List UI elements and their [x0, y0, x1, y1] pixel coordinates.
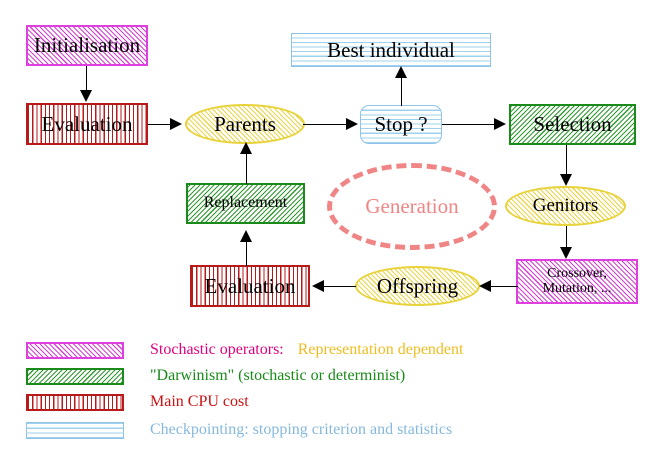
edge-stop-to-best-individual [401, 72, 402, 106]
legend-row: "Darwinism" (stochastic or determinist) [26, 364, 405, 388]
node-evaluation-bottom[interactable]: Evaluation [190, 265, 310, 307]
arrowhead-stop-to-best-individual [395, 66, 407, 78]
node-selection[interactable]: Selection [509, 104, 636, 145]
edge-offspring-to-evaluation [320, 286, 356, 287]
arrowhead-offspring-to-evaluation [312, 280, 324, 292]
arrowhead-selection-to-genitors [560, 174, 572, 186]
legend-row: Stochastic operators: Representation dep… [26, 338, 463, 362]
edge-evaluation-to-parents [148, 124, 175, 125]
legend-label-main-cpu-cost: Main CPU cost [150, 393, 249, 410]
node-initialisation[interactable]: Initialisation [26, 25, 148, 66]
legend-swatch-main-cpu-cost [26, 393, 124, 411]
node-evaluation-top-label: Evaluation [41, 111, 133, 136]
node-genitors-label: Genitors [532, 195, 599, 217]
legend-row: Main CPU cost [26, 390, 249, 414]
edge-selection-to-genitors [566, 145, 567, 178]
node-crossover-mutation[interactable]: Crossover, Mutation, ... [516, 259, 638, 304]
legend-label-representation-dependent: Representation dependent [297, 341, 464, 358]
arrowhead-genitors-to-crossover [560, 247, 572, 259]
node-best-individual[interactable]: Best individual [291, 33, 491, 67]
legend-row: Checkpointing: stopping criterion and st… [26, 418, 452, 442]
legend-swatch-darwinism [26, 367, 124, 385]
node-generation: Generation [327, 163, 497, 250]
arrowhead-stop-to-selection [494, 118, 506, 130]
node-evaluation-top[interactable]: Evaluation [26, 103, 148, 145]
edge-evaluation-to-replacement [246, 238, 247, 266]
node-initialisation-label: Initialisation [33, 33, 141, 58]
arrowhead-initialisation-to-evaluation [80, 90, 92, 102]
node-parents-label: Parents [214, 111, 276, 136]
arrowhead-evaluation-to-replacement [240, 230, 252, 242]
node-offspring[interactable]: Offspring [355, 266, 480, 306]
edge-stop-to-selection [442, 124, 499, 125]
node-offspring-label: Offspring [376, 273, 459, 298]
edge-genitors-to-crossover [566, 226, 567, 251]
legend-swatch-checkpointing [26, 421, 124, 439]
legend-swatch-stochastic-operators [26, 341, 124, 359]
edge-parents-to-stop [303, 124, 351, 125]
arrowhead-replacement-to-parents [240, 142, 252, 154]
node-parents[interactable]: Parents [185, 104, 305, 144]
node-crossover-mutation-label: Crossover, Mutation, ... [542, 265, 612, 296]
arrowhead-crossover-to-offspring [479, 280, 491, 292]
node-best-individual-label: Best individual [327, 37, 455, 62]
edge-crossover-to-offspring [490, 286, 518, 287]
node-replacement[interactable]: Replacement [186, 183, 305, 224]
node-stop-label: Stop ? [374, 112, 428, 137]
node-stop[interactable]: Stop ? [360, 105, 442, 144]
legend-label-stochastic-operators: Stochastic operators: [150, 341, 284, 358]
arrowhead-evaluation-to-parents [170, 118, 182, 130]
legend-label-checkpointing: Checkpointing: stopping criterion and st… [150, 421, 453, 438]
edge-initialisation-to-evaluation [86, 66, 87, 93]
arrowhead-parents-to-stop [346, 118, 358, 130]
node-selection-label: Selection [533, 112, 612, 137]
node-replacement-label: Replacement [203, 194, 288, 212]
legend-label-darwinism: "Darwinism" (stochastic or determinist) [150, 367, 406, 384]
node-generation-label: Generation [365, 194, 459, 218]
node-genitors[interactable]: Genitors [505, 186, 626, 226]
node-evaluation-bottom-label: Evaluation [204, 273, 296, 298]
edge-replacement-to-parents [246, 150, 247, 184]
